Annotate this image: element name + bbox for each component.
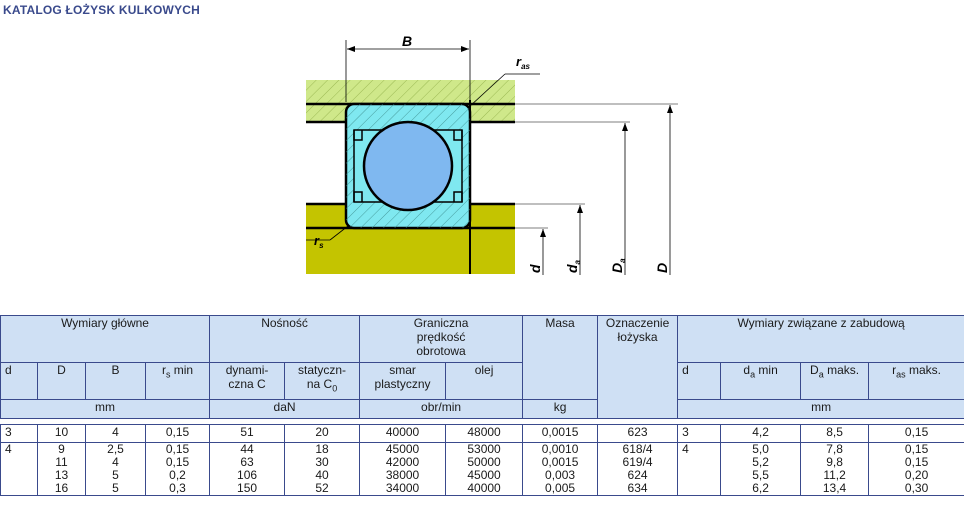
header-nosnosc: Nośność <box>209 315 361 363</box>
ball <box>362 120 454 212</box>
cell-oznaczenie: 623 <box>597 424 679 443</box>
cell-B: 4 <box>85 424 146 443</box>
cell-rs: 0,15 <box>144 424 211 443</box>
cell-zd: 3 <box>677 424 722 443</box>
dim-D: D <box>654 263 670 273</box>
unit-dan: daN <box>209 399 361 419</box>
cell-d: 3 <box>0 424 38 443</box>
cell-masa: 0,0015 <box>522 424 599 443</box>
cell-C0: 20 <box>284 424 361 443</box>
col-D: D <box>37 362 86 400</box>
table-row: 3 10 4 0,15 51 20 40000 48000 0,0015 623… <box>0 424 964 443</box>
col-static: statyczn-na C0 <box>284 362 361 400</box>
cell-D: 10 <box>37 424 86 443</box>
unit-kg: kg <box>522 399 599 419</box>
cell-ras: 0,15 <box>868 424 964 443</box>
dim-da: da <box>564 259 582 273</box>
cell-da: 4,2 <box>720 424 802 443</box>
col-Da: Da maks. <box>800 362 870 400</box>
dim-rs: rs <box>314 233 324 250</box>
cell-Da: 8,5 <box>800 424 870 443</box>
cell-olej: 48000 <box>445 424 524 443</box>
header-zabudowa: Wymiary związane z zabudową <box>677 315 964 363</box>
header-masa: Masa <box>522 315 599 400</box>
col-d: d <box>0 362 38 400</box>
dim-d: d <box>527 264 543 273</box>
page-title: KATALOG ŁOŻYSK KULKOWYCH <box>3 3 201 17</box>
dim-ras: ras <box>516 54 531 71</box>
bearing-drawing: B ras rs d da Da D <box>306 33 678 275</box>
dim-Da: Da <box>609 258 627 273</box>
col-B: B <box>85 362 146 400</box>
col-zd: d <box>677 362 722 400</box>
unit-mm: mm <box>0 399 211 419</box>
cell-smar: 40000 <box>359 424 447 443</box>
col-dynamic: dynami-czna C <box>209 362 286 400</box>
dim-B: B <box>402 33 412 49</box>
cell-zd: 4 <box>677 442 722 496</box>
cell-C: 51 <box>209 424 286 443</box>
cell-d: 4 <box>0 442 38 496</box>
unit-mm-zabudowa: mm <box>677 399 964 419</box>
col-da: da min <box>720 362 802 400</box>
col-olej: olej <box>445 362 524 400</box>
col-ras: ras maks. <box>868 362 964 400</box>
col-rs: rs min <box>144 362 211 400</box>
header-wymiary-glowne: Wymiary główne <box>0 315 211 363</box>
unit-obr: obr/min <box>359 399 524 419</box>
